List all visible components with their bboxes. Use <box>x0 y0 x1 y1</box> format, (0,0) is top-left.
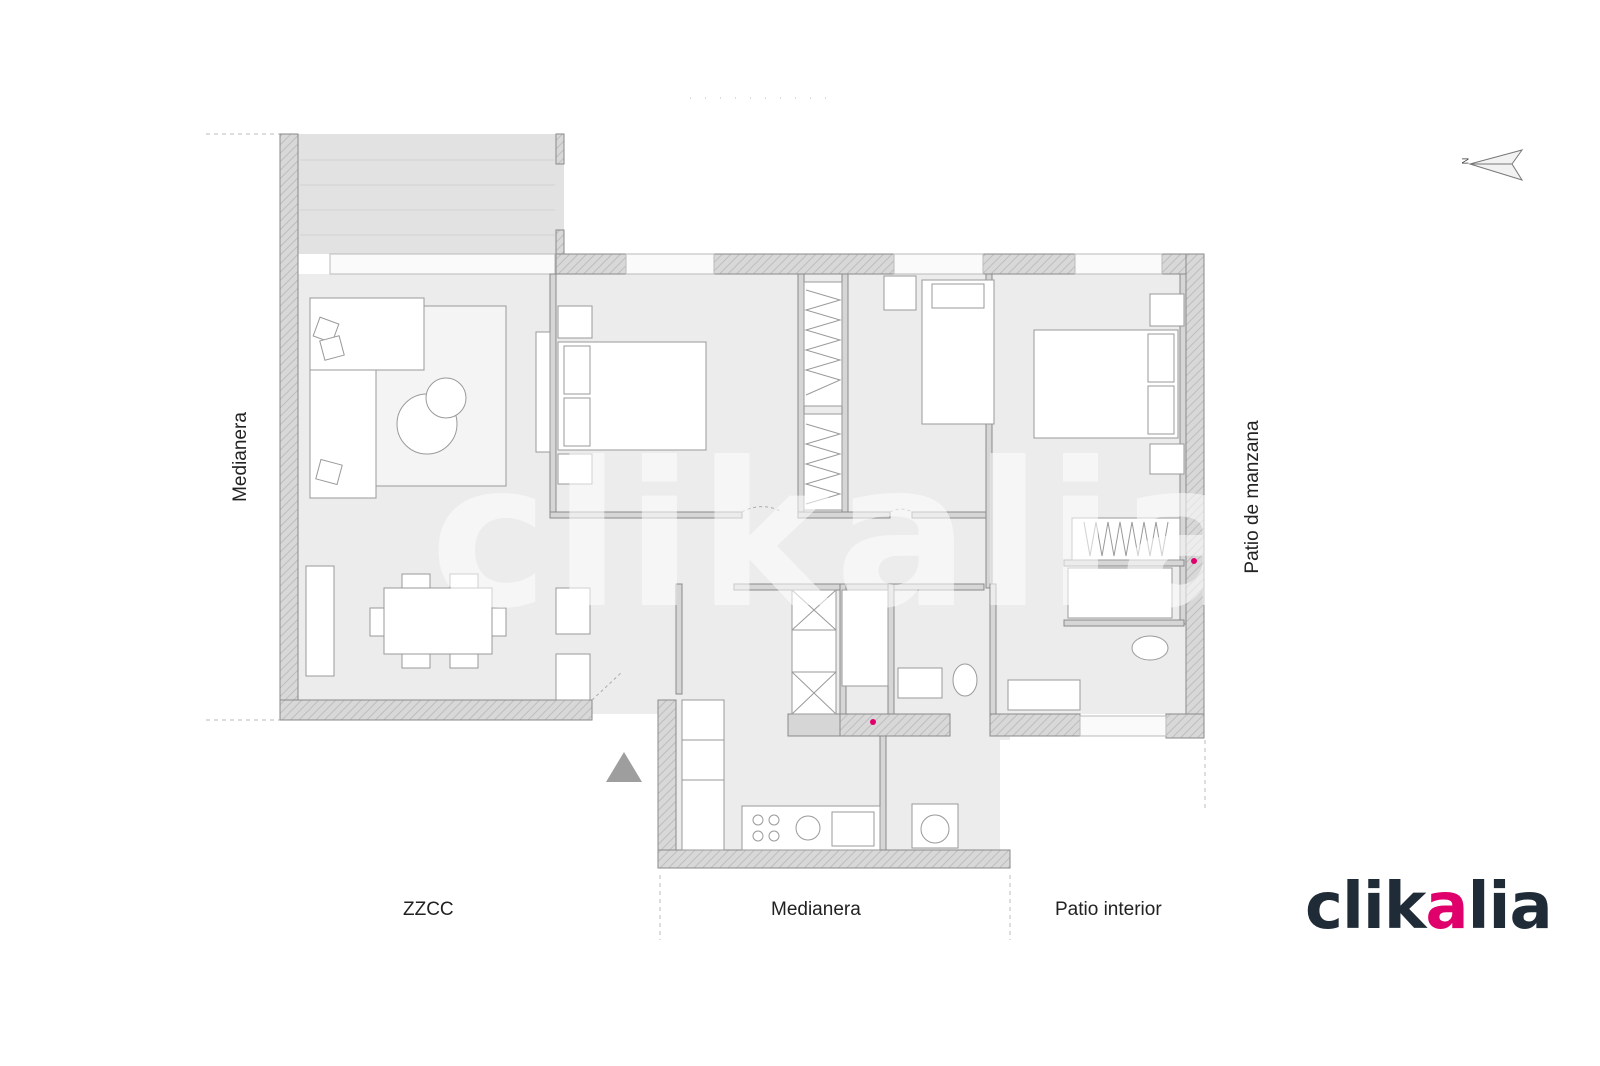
clikalia-logo: clikalia <box>1305 870 1553 944</box>
logo-text-end: lia <box>1467 870 1553 944</box>
reference-lines <box>206 97 1206 940</box>
bottom-left-label: ZZCC <box>403 899 454 920</box>
logo-accent-letter: a <box>1425 870 1468 944</box>
bedroom-3-furniture <box>1033 293 1185 561</box>
bathroom-fixtures <box>897 567 1173 711</box>
pink-markers <box>870 558 1197 725</box>
left-label: Medianera <box>230 412 251 502</box>
windows <box>329 253 1167 737</box>
doors <box>591 506 913 701</box>
living-room-furniture <box>305 297 591 701</box>
logo-text-start: clik <box>1305 870 1426 944</box>
bottom-right-label: Patio interior <box>1055 899 1162 920</box>
kitchen-furniture <box>681 589 959 851</box>
north-label: N <box>1460 157 1471 165</box>
right-label: Patio de manzana <box>1242 420 1263 574</box>
bottom-center-label: Medianera <box>771 899 861 920</box>
bedroom-2-furniture <box>883 275 995 425</box>
terrace <box>282 134 564 254</box>
north-arrow-icon <box>1468 149 1524 181</box>
watermark: clikalia <box>430 420 1258 653</box>
entrance-triangle-icon <box>606 752 642 782</box>
bedroom-1-furniture <box>557 281 843 511</box>
